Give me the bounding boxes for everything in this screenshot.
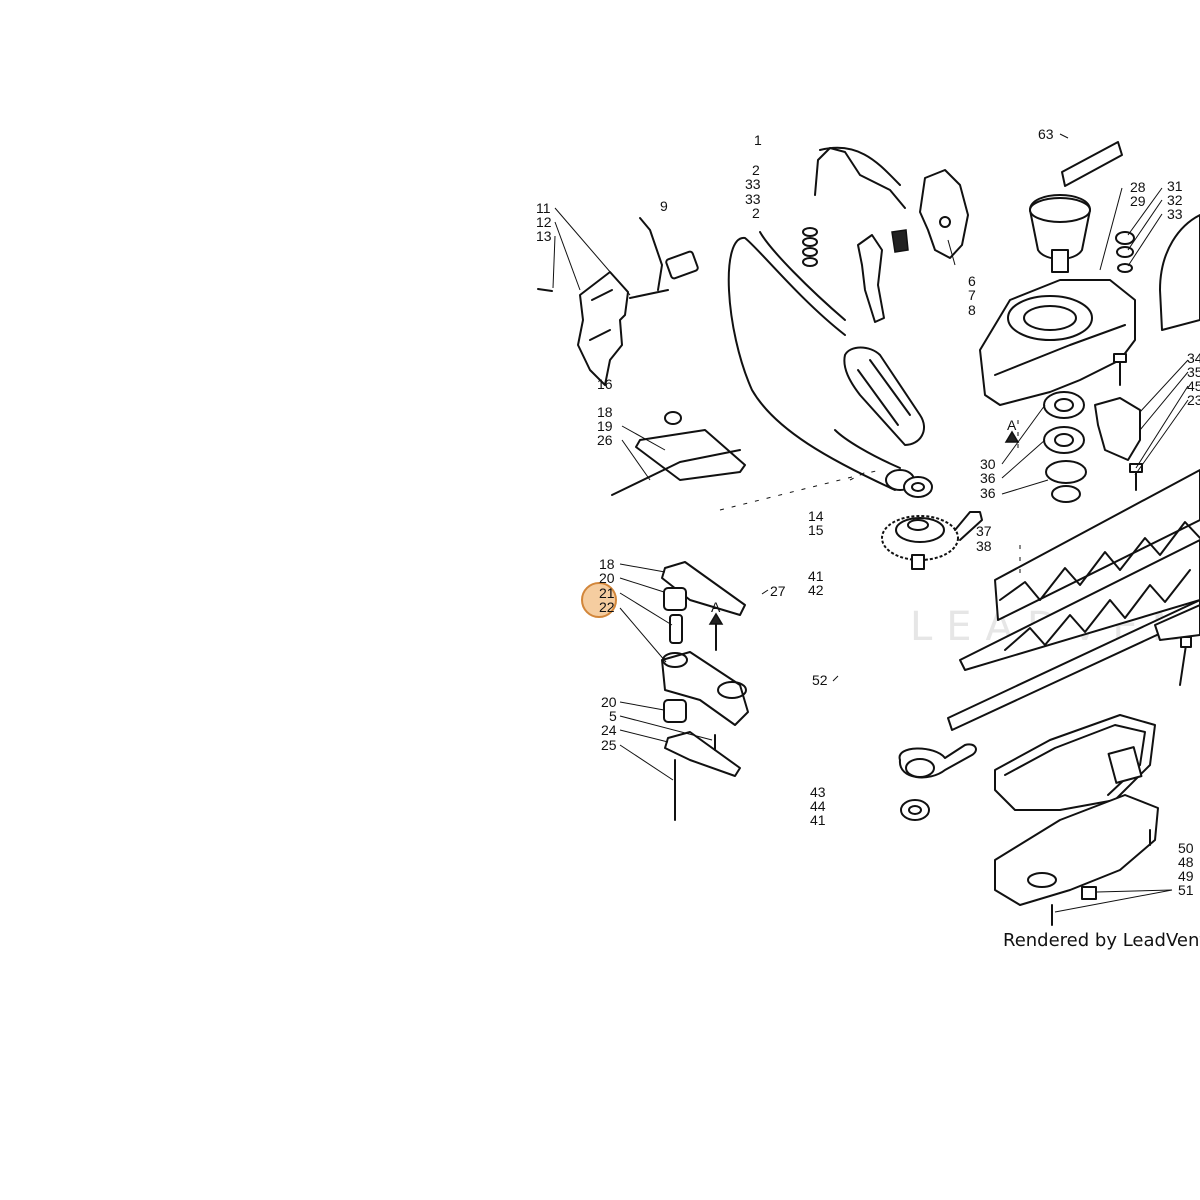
callout-labels: 1 2 33 33 2 9 11 12 13 6 7 8 63 28 29 31… bbox=[536, 126, 1200, 898]
handle-housing-part bbox=[919, 169, 969, 259]
callout-29[interactable]: 29 bbox=[1130, 193, 1146, 209]
callout-36[interactable]: 36 bbox=[980, 485, 996, 501]
cover-plate-part bbox=[537, 271, 669, 386]
callout-48[interactable]: 48 bbox=[1178, 854, 1194, 870]
callout-6[interactable]: 6 bbox=[968, 273, 976, 289]
callout-45[interactable]: 45 bbox=[1187, 378, 1200, 394]
callout-43[interactable]: 43 bbox=[810, 784, 826, 800]
assembly-lines bbox=[719, 420, 1021, 580]
gasket-part bbox=[994, 714, 1156, 811]
callout-49[interactable]: 49 bbox=[1178, 868, 1194, 884]
callout-24[interactable]: 24 bbox=[601, 722, 617, 738]
loop-handle-part bbox=[727, 231, 915, 491]
callout-23[interactable]: 23 bbox=[1187, 392, 1200, 408]
reference-letter-a: A bbox=[711, 599, 721, 615]
blade-guide-part bbox=[947, 599, 1200, 731]
callout-52[interactable]: 52 bbox=[812, 672, 828, 688]
clutch-drum-part bbox=[1029, 194, 1091, 273]
callout-32[interactable]: 32 bbox=[1167, 192, 1183, 208]
callout-44[interactable]: 44 bbox=[810, 798, 826, 814]
callout-22[interactable]: 22 bbox=[599, 599, 615, 615]
washer-stack-part bbox=[802, 227, 818, 267]
callout-11[interactable]: 11 bbox=[536, 200, 551, 216]
callout-31[interactable]: 31 bbox=[1167, 178, 1183, 194]
needle-bearing-part bbox=[900, 799, 930, 821]
rubber-grip-part bbox=[843, 346, 925, 446]
render-credit: Rendered by LeadVentur bbox=[1003, 930, 1200, 951]
throttle-trigger-part bbox=[857, 229, 909, 323]
callout-34[interactable]: 34 bbox=[1187, 350, 1200, 366]
callout-63[interactable]: 63 bbox=[1038, 126, 1054, 142]
switch-wire-part bbox=[639, 217, 699, 291]
callout-18[interactable]: 18 bbox=[599, 556, 615, 572]
nut-stack-part bbox=[1115, 231, 1135, 273]
callout-15[interactable]: 15 bbox=[808, 522, 824, 538]
callout-highlight[interactable] bbox=[581, 582, 617, 618]
filter-pad-part bbox=[1061, 141, 1123, 187]
callout-37[interactable]: 37 bbox=[976, 523, 992, 539]
crank-arm-part bbox=[661, 651, 749, 726]
bearing-part bbox=[1043, 391, 1085, 454]
callout-16[interactable]: 16 bbox=[597, 376, 613, 392]
callout-21[interactable]: 21 bbox=[599, 585, 615, 601]
crank-plate-part bbox=[661, 561, 746, 616]
callout-38[interactable]: 38 bbox=[976, 538, 992, 554]
callout-33[interactable]: 33 bbox=[745, 176, 761, 192]
leader-lines bbox=[552, 133, 1189, 913]
callout-5[interactable]: 5 bbox=[609, 708, 617, 724]
blade-cover-plate-part bbox=[1094, 397, 1141, 461]
callout-20[interactable]: 20 bbox=[599, 570, 615, 586]
gear-case-housing-part bbox=[979, 279, 1136, 406]
throttle-cable-part bbox=[814, 146, 906, 209]
snap-ring-part bbox=[1045, 460, 1087, 503]
callout-7[interactable]: 7 bbox=[968, 287, 976, 303]
callout-2[interactable]: 2 bbox=[752, 162, 760, 178]
cutter-blade-lower-part bbox=[959, 539, 1200, 671]
callout-30[interactable]: 30 bbox=[980, 456, 996, 472]
small-bearing-part bbox=[903, 476, 933, 498]
callout-2[interactable]: 2 bbox=[752, 205, 760, 221]
callout-42[interactable]: 42 bbox=[808, 582, 824, 598]
spacer-part bbox=[663, 587, 687, 723]
drive-gear-part bbox=[881, 511, 983, 570]
callout-41[interactable]: 41 bbox=[808, 568, 824, 584]
callout-9[interactable]: 9 bbox=[660, 198, 668, 214]
callout-51[interactable]: 51 bbox=[1178, 882, 1194, 898]
lower-gear-case-part bbox=[994, 794, 1159, 926]
engine-cover-edge-part bbox=[1159, 214, 1200, 331]
callout-41[interactable]: 41 bbox=[810, 812, 826, 828]
callout-50[interactable]: 50 bbox=[1178, 840, 1194, 856]
callout-33[interactable]: 33 bbox=[1167, 206, 1183, 222]
callout-33[interactable]: 33 bbox=[745, 191, 761, 207]
callout-1[interactable]: 1 bbox=[754, 132, 762, 148]
reference-letter-a: A bbox=[1007, 417, 1017, 433]
callout-35[interactable]: 35 bbox=[1187, 364, 1200, 380]
callout-36[interactable]: 36 bbox=[980, 470, 996, 486]
callout-25[interactable]: 25 bbox=[601, 737, 617, 753]
callout-27[interactable]: 27 bbox=[770, 583, 786, 599]
cutter-blade-upper-part bbox=[994, 469, 1200, 621]
reference-arrow-group bbox=[708, 430, 1020, 651]
callout-20[interactable]: 20 bbox=[601, 694, 617, 710]
crank-bracket-upper-part bbox=[611, 411, 746, 496]
lower-crank-plate-part bbox=[664, 731, 741, 821]
connecting-rod-part bbox=[898, 743, 977, 779]
callout-26[interactable]: 26 bbox=[597, 432, 613, 448]
callout-8[interactable]: 8 bbox=[968, 302, 976, 318]
callout-14[interactable]: 14 bbox=[808, 508, 824, 524]
callout-13[interactable]: 13 bbox=[536, 228, 552, 244]
callout-12[interactable]: 12 bbox=[536, 214, 552, 230]
callout-28[interactable]: 28 bbox=[1130, 179, 1146, 195]
callout-19[interactable]: 19 bbox=[597, 418, 613, 434]
callout-18[interactable]: 18 bbox=[597, 404, 613, 420]
